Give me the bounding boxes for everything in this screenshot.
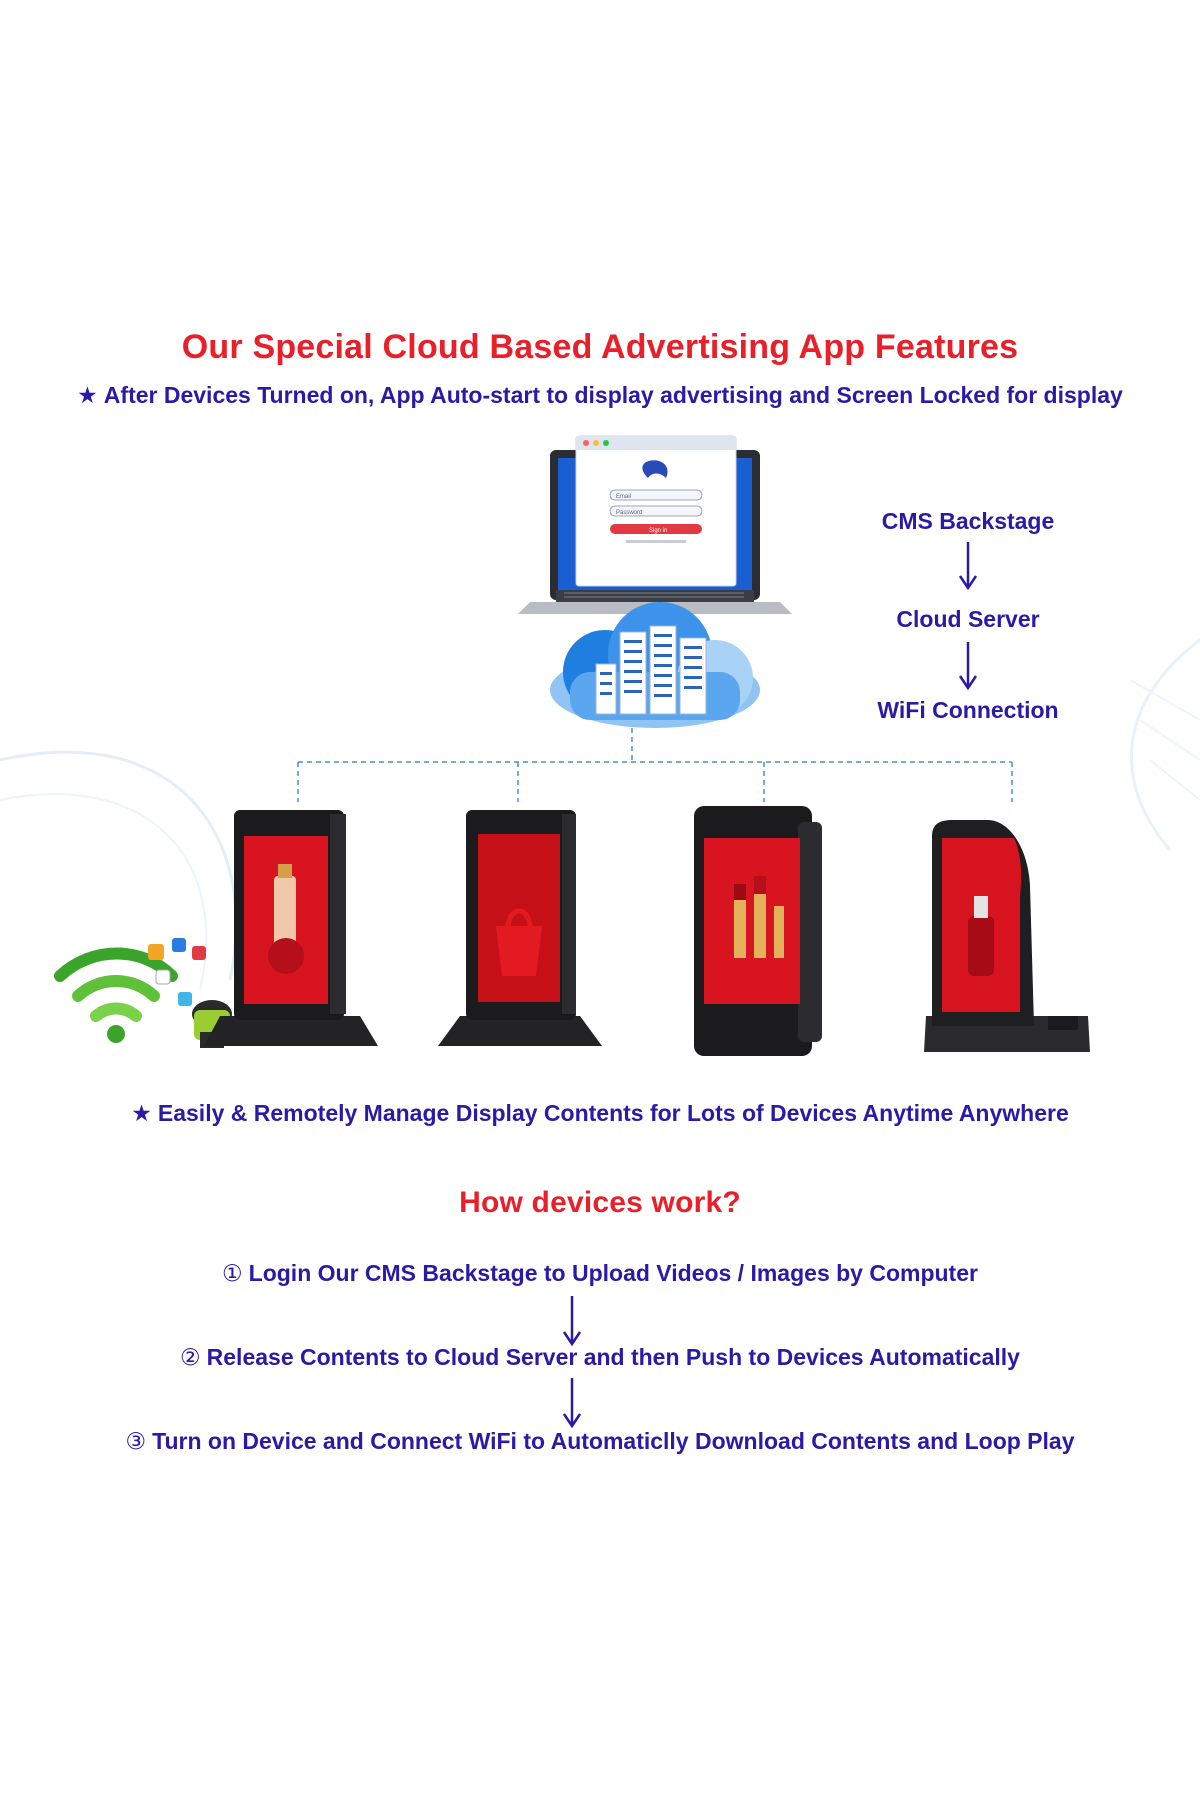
close-dot-icon [583,440,589,446]
flow-step-wifi-connection: WiFi Connection [877,697,1059,723]
intro-text: After Devices Turned on, App Auto-start … [103,382,1123,408]
wifi-icon [54,947,178,1043]
server-rack-icon [595,625,707,715]
email-placeholder: Email [616,494,631,500]
arrow-down-icon [562,1378,582,1429]
device-4 [924,820,1090,1052]
step-number: ③ [125,1428,147,1454]
manage-text: Easily & Remotely Manage Display Content… [157,1100,1069,1126]
arrow-down-icon [958,642,978,691]
laptop-cloud-illustration: Email Password Sign in [518,435,792,728]
app-icons [148,938,206,1006]
how-title: How devices work? [459,1186,741,1219]
star-icon: ★ [77,382,98,408]
device-1 [204,810,378,1046]
distribution-lines [297,728,1013,802]
step-text: Turn on Device and Connect WiFi to Autom… [152,1428,1075,1454]
device-2-screen [478,834,560,1002]
arrow-down-icon [562,1296,582,1347]
email-field[interactable] [609,489,703,501]
step-number: ② [180,1344,201,1370]
flow-step-cms-backstage: CMS Backstage [881,508,1055,534]
manage-line: ★Easily & Remotely Manage Display Conten… [0,1100,1200,1127]
intro-line: ★After Devices Turned on, App Auto-start… [0,382,1200,409]
step-text: Login Our CMS Backstage to Upload Videos… [248,1260,978,1286]
signin-button[interactable] [610,524,702,534]
maximize-dot-icon [603,440,609,446]
flow-step-cloud-server: Cloud Server [896,606,1040,632]
step-number: ① [222,1260,243,1286]
password-field[interactable] [609,505,703,517]
minimize-dot-icon [593,440,599,446]
logo-icon [642,460,668,478]
password-placeholder: Password [616,510,642,516]
star-icon: ★ [131,1100,152,1126]
device-2 [438,810,602,1046]
step-text: Release Contents to Cloud Server and the… [206,1344,1020,1370]
device-3-screen [704,838,800,1004]
page-title: Our Special Cloud Based Advertising App … [181,328,1019,366]
signin-label: Sign in [649,528,667,534]
device-3 [694,806,822,1056]
arrow-down-icon [958,542,978,591]
